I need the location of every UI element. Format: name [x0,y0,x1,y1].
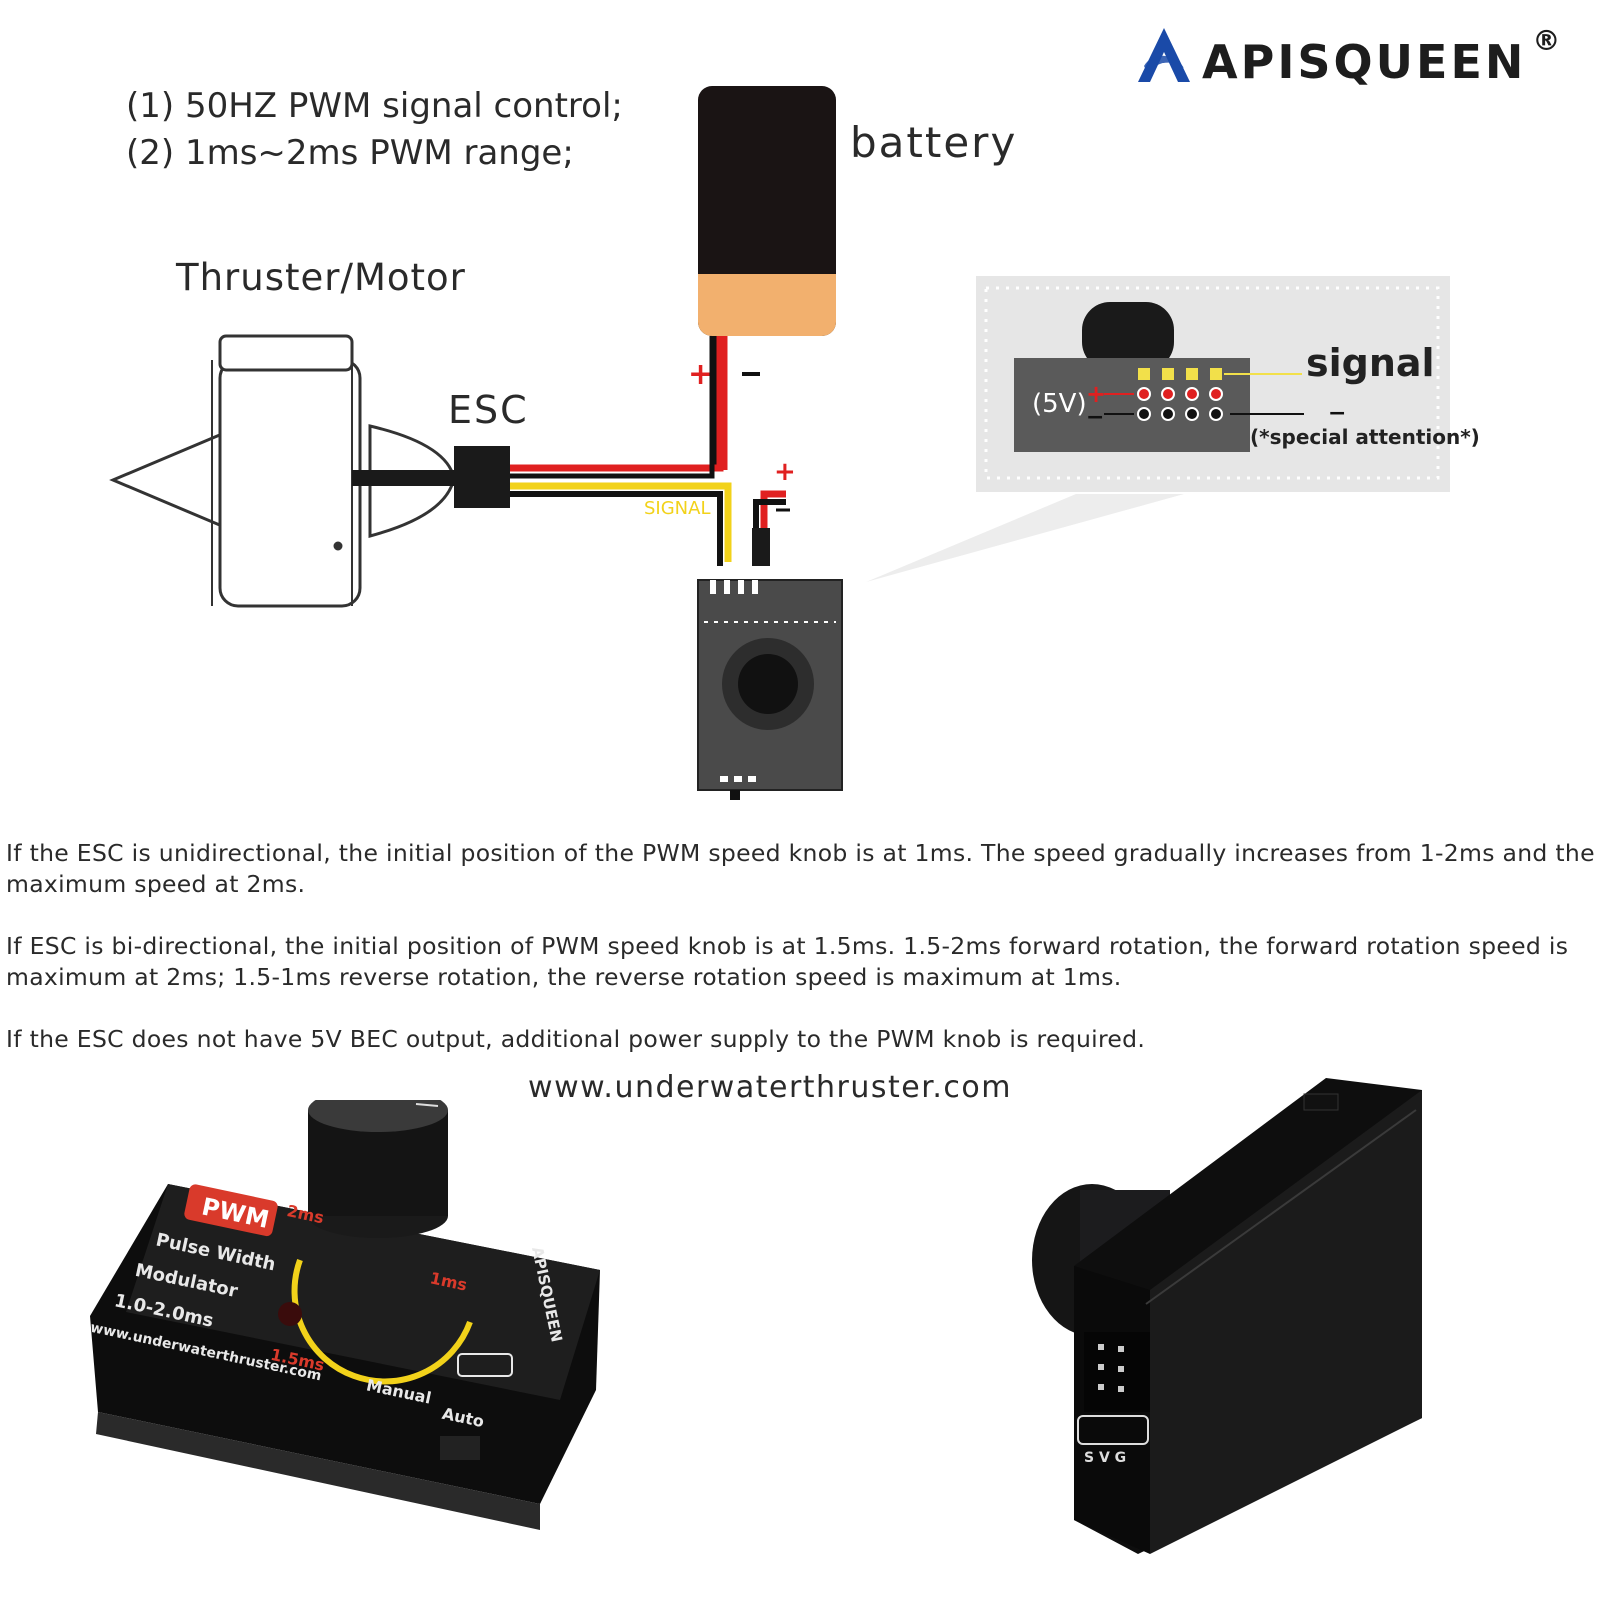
inset-signal-label: signal [1306,341,1435,385]
product-photo-front: PWM Pulse Width Modulator 1.0-2.0ms www.… [0,1100,700,1580]
inset-plus: + [1086,380,1106,408]
battery-plus: + [688,357,713,392]
special-attention-label: (*special attention*) [1250,425,1480,449]
wiring-diagram: + SIGNAL + [0,0,1600,810]
product-photo-side: S V G [1020,1070,1460,1570]
paragraph-unidirectional: If the ESC is unidirectional, the initia… [6,838,1596,900]
inset-minus-right: − [1328,401,1346,426]
pin-labels: S V G [1084,1450,1126,1466]
pwm-controller-diagram [698,580,842,800]
plug-plus: + [774,457,796,487]
led-indicator [278,1302,302,1326]
esc-block [454,446,510,508]
paragraph-bec: If the ESC does not have 5V BEC output, … [6,1024,1596,1055]
side-switch [440,1436,480,1460]
inset-panel: signal (5V) + − − (*special attention*) [976,276,1480,492]
pin-socket [1084,1332,1150,1412]
description: If the ESC is unidirectional, the initia… [6,838,1596,1055]
inset-voltage-label: (5V) [1032,389,1087,419]
inset-minus-left: − [1086,405,1104,430]
signal-wire-label: SIGNAL [644,498,711,519]
paragraph-bidirectional: If ESC is bi-directional, the initial po… [6,931,1596,993]
callout-pointer [866,494,1184,582]
battery [698,86,836,336]
